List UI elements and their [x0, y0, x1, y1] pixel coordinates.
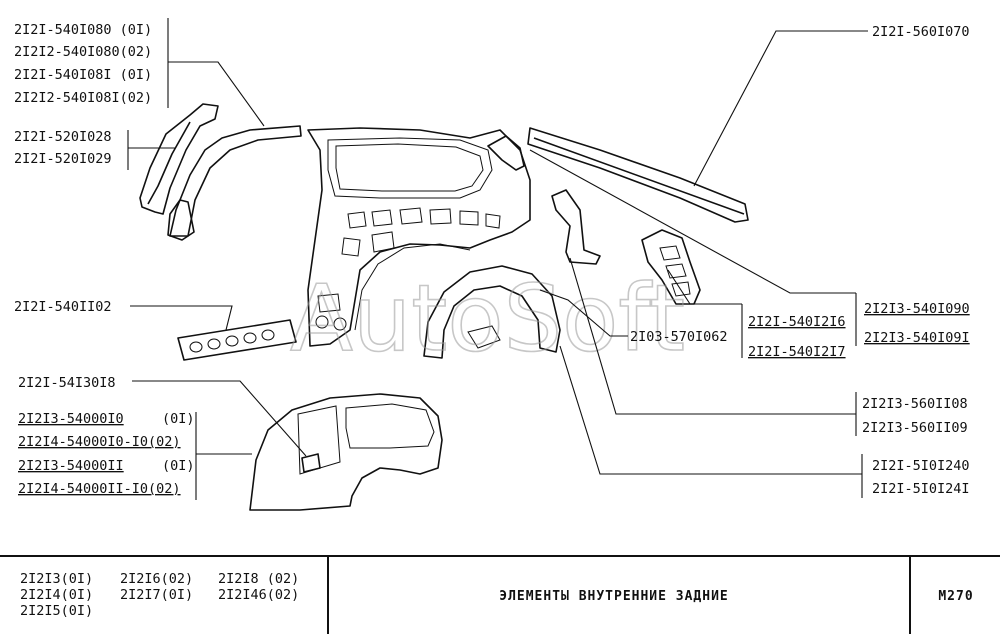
- right-labels: 2I2I-560I070 2I2I3-540I090 2I2I3-540I09I…: [630, 24, 970, 497]
- label-21213-5400010-suffix: (0I): [162, 411, 195, 427]
- model-r1c3: 2I2I8 (02): [218, 571, 299, 587]
- label-2121-5201028: 2I2I-520I028: [14, 129, 112, 145]
- label-2121-5401081-01: 2I2I-540I08I (0I): [14, 67, 152, 83]
- outer-side-panel-part: [249, 393, 443, 511]
- model-r2c2: 2I2I7(0I): [120, 587, 193, 603]
- label-21213-5401090: 2I2I3-540I090: [864, 301, 970, 317]
- pillar-trim-part: [139, 103, 219, 215]
- label-21212-5401080-02: 2I2I2-540I080(02): [14, 44, 152, 60]
- wheel-arch-liner-part: [423, 265, 561, 359]
- inner-side-panel-part: [307, 127, 531, 347]
- roof-rail-inner-part: [169, 125, 302, 237]
- label-2121-5401216: 2I2I-540I2I6: [748, 314, 846, 330]
- label-2121-5401217: 2I2I-540I2I7: [748, 344, 846, 360]
- rear-reinforcement-part: [641, 229, 701, 305]
- outer-side-filler-cap: [301, 453, 321, 473]
- title-block: 2I2I3(0I) 2I2I6(02) 2I2I8 (02) 2I2I4(0I)…: [0, 555, 1000, 634]
- label-21213-5400011-suffix: (0I): [162, 458, 195, 474]
- inner-side-stamped-holes: [341, 207, 501, 257]
- label-21213-5601109: 2I2I3-560II09: [862, 420, 968, 436]
- perforated-strip-holes: [189, 329, 275, 353]
- pillar-trim-lower: [167, 199, 195, 241]
- wheel-arch-inner: [354, 243, 471, 331]
- inner-side-window-opening: [335, 143, 484, 192]
- label-2121-5401080-01: 2I2I-540I080 (0I): [14, 22, 152, 38]
- label-2121-5201029: 2I2I-520I029: [14, 151, 112, 167]
- label-21213-5401091: 2I2I3-540I09I: [864, 330, 970, 346]
- label-21213-5601108: 2I2I3-560II08: [862, 396, 968, 412]
- roof-cross-member-part: [527, 127, 749, 223]
- label-21214-5400011-10: 2I2I4-54000II-I0(02): [18, 481, 181, 497]
- label-2121-5401102: 2I2I-540II02: [14, 299, 112, 315]
- bracket-part: [551, 189, 601, 265]
- inner-panel-lower-holes: [315, 293, 347, 331]
- rear-reinforcement-holes: [659, 245, 691, 297]
- page-code: M270: [938, 589, 973, 604]
- part-drawings: [139, 103, 749, 511]
- inner-side-window-frame: [327, 137, 493, 199]
- label-21214-5400010-10: 2I2I4-54000I0-I0(02): [18, 434, 181, 450]
- label-2103-5701062: 2I03-570I062: [630, 329, 728, 345]
- watermark: AutoSoft: [290, 265, 685, 372]
- model-r2c1: 2I2I4(0I): [20, 587, 93, 603]
- outer-side-window: [345, 403, 435, 449]
- label-21212-5401081-02: 2I2I2-540I08I(02): [14, 90, 152, 106]
- c-pillar-trim-part: [487, 135, 525, 171]
- model-r1c2: 2I2I6(02): [120, 571, 193, 587]
- perforated-strip-part: [177, 319, 297, 361]
- label-2121-5101240: 2I2I-5I0I240: [872, 458, 970, 474]
- outer-side-door-frame: [297, 405, 341, 475]
- model-r2c3: 2I2I46(02): [218, 587, 299, 603]
- label-21213-5400011: 2I2I3-54000II: [18, 458, 124, 474]
- label-2121-5413018: 2I2I-54I30I8: [18, 375, 116, 391]
- leader-lines: [127, 18, 868, 500]
- label-2121-5601070: 2I2I-560I070: [872, 24, 970, 40]
- model-r1c1: 2I2I3(0I): [20, 571, 93, 587]
- model-r3c1: 2I2I5(0I): [20, 603, 93, 619]
- left-labels: 2I2I-540I080 (0I) 2I2I2-540I080(02) 2I2I…: [14, 22, 195, 497]
- label-21213-5400010: 2I2I3-54000I0: [18, 411, 124, 427]
- wheel-arch-liner-tab: [467, 325, 501, 349]
- label-2121-5101241: 2I2I-5I0I24I: [872, 481, 970, 497]
- page-title: ЭЛЕМЕНТЫ ВНУТРЕННИЕ ЗАДНИЕ: [499, 589, 729, 604]
